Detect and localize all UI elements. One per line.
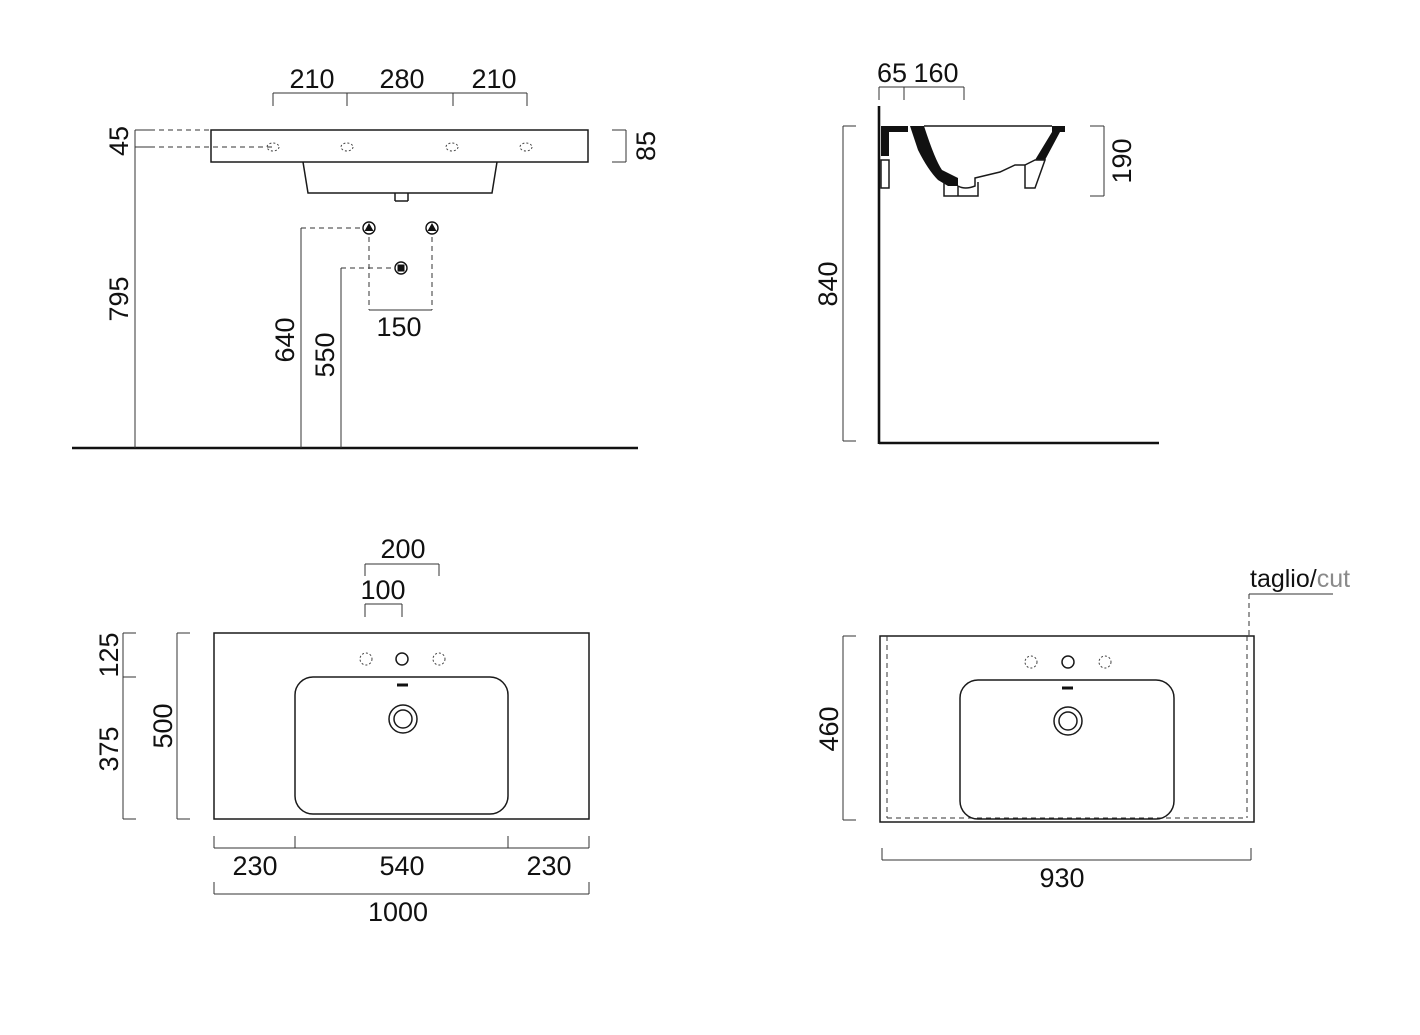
cut-label-alt: cut xyxy=(1317,565,1350,593)
tap-hole-center-icon xyxy=(1061,655,1075,669)
cut-label: taglio/cut xyxy=(1250,565,1350,593)
dim-holes-right: 210 xyxy=(471,64,516,94)
dim-height-top: 840 xyxy=(813,261,843,306)
dim-tap-inner: 100 xyxy=(360,575,405,605)
tap-hole-right-icon xyxy=(1098,655,1112,669)
tap-hole-icon xyxy=(266,142,280,152)
dim-basin-offset: 160 xyxy=(913,58,958,88)
dim-top-offset: 45 xyxy=(104,126,134,156)
dim-right-margin: 230 xyxy=(526,851,571,881)
dim-holes-left: 210 xyxy=(289,64,334,94)
countertop-slab xyxy=(210,129,589,163)
cut-label-main: taglio/ xyxy=(1250,565,1317,593)
dim-left-margin: 230 xyxy=(232,851,277,881)
side-view: 65 160 190 840 xyxy=(813,58,1159,445)
basin-outline xyxy=(959,679,1175,820)
dim-width: 930 xyxy=(1039,863,1084,893)
drain-outlet-icon xyxy=(394,261,408,275)
countertop-outline xyxy=(879,635,1255,823)
dim-height-rim: 795 xyxy=(104,276,134,321)
cold-supply-icon xyxy=(425,221,439,235)
cut-view: taglio/cut 460 930 xyxy=(814,565,1350,893)
dim-height-supply: 640 xyxy=(270,317,300,362)
hot-supply-icon xyxy=(362,221,376,235)
dim-basin-length: 375 xyxy=(94,726,124,771)
tap-hole-left-icon xyxy=(359,652,373,666)
basin-underside xyxy=(302,161,498,194)
dim-tap-outer: 200 xyxy=(380,534,425,564)
dim-back-band: 125 xyxy=(94,632,124,677)
dim-basin-depth: 190 xyxy=(1107,138,1137,183)
tap-hole-icon xyxy=(340,142,354,152)
dim-holes-mid: 280 xyxy=(379,64,424,94)
drain-icon xyxy=(388,704,418,734)
tap-hole-left-icon xyxy=(1024,655,1038,669)
dim-thickness: 85 xyxy=(631,131,661,161)
dim-height-drain: 550 xyxy=(310,332,340,377)
tap-hole-icon xyxy=(519,142,533,152)
drain-icon xyxy=(1053,706,1083,736)
tap-hole-icon xyxy=(445,142,459,152)
basin-outline xyxy=(294,676,509,815)
tap-hole-center-icon xyxy=(395,652,409,666)
dim-total-width: 1000 xyxy=(368,897,428,927)
dim-supply-spacing: 150 xyxy=(376,312,421,342)
front-view: 210 280 210 45 795 85 xyxy=(72,64,661,450)
tap-hole-right-icon xyxy=(432,652,446,666)
dim-depth: 500 xyxy=(148,703,178,748)
countertop-outline xyxy=(213,632,590,820)
dim-wall-gap: 65 xyxy=(877,58,907,88)
dim-basin-width: 540 xyxy=(379,851,424,881)
basin-section xyxy=(880,125,1065,197)
top-view: 200 100 125 375 500 230 540 230 1000 xyxy=(94,534,590,927)
dim-depth: 460 xyxy=(814,706,844,751)
